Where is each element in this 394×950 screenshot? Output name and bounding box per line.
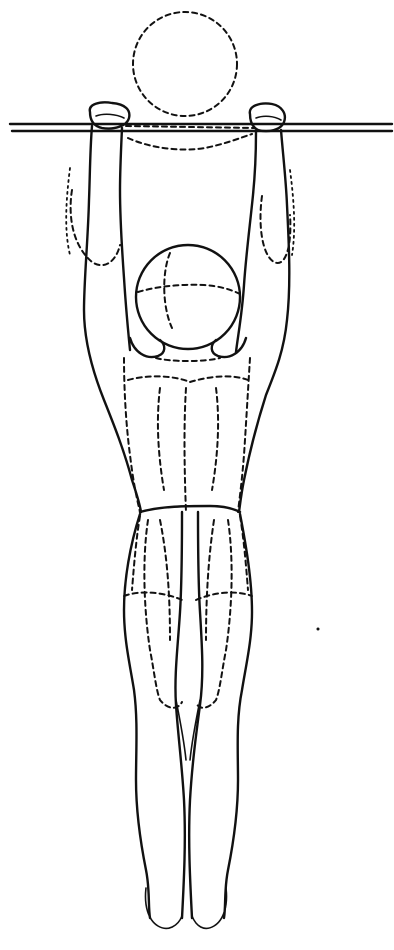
right-leg [189,512,252,928]
right-hand [250,103,285,131]
torso [124,358,250,512]
shoulder-guides [126,126,254,150]
head-outline [133,12,237,116]
stray-mark [317,628,320,631]
rib-cage [136,245,240,349]
left-arm [66,126,141,512]
right-arm [236,130,294,512]
